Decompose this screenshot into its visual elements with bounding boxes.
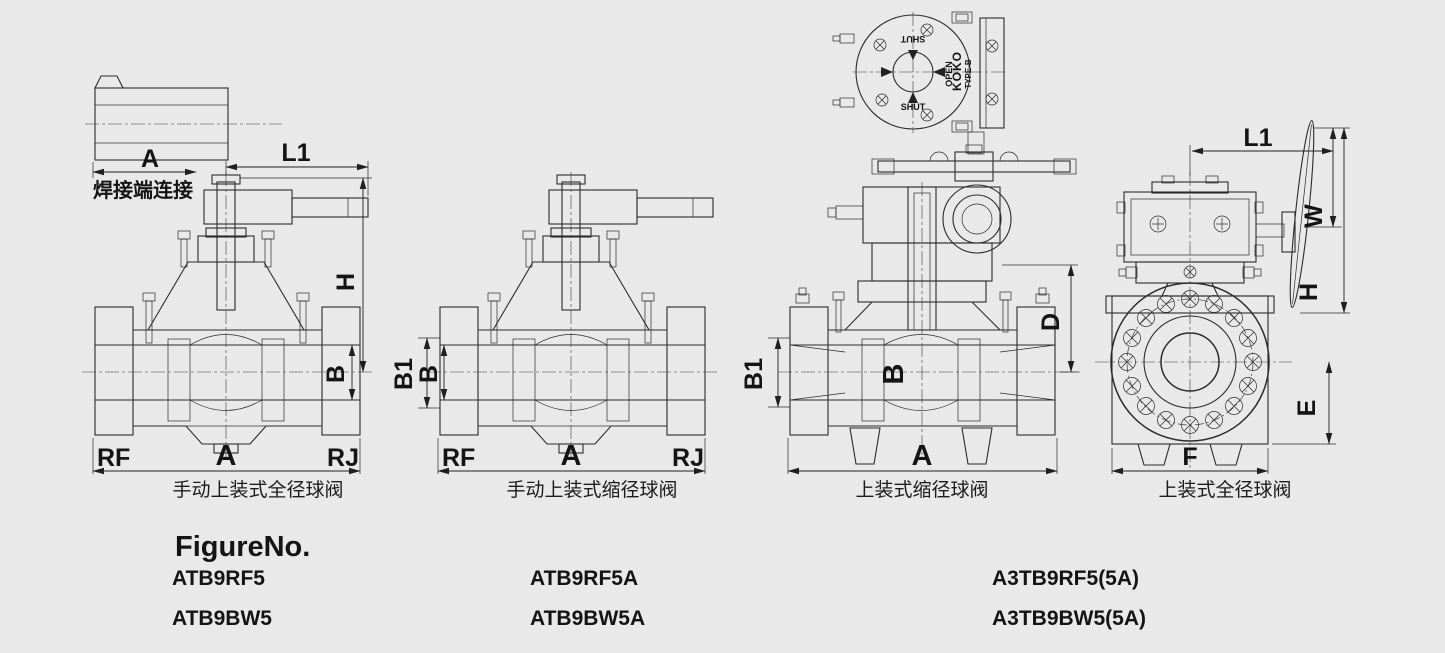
open-shut-arrows <box>881 50 945 103</box>
model-number: ATB9RF5A <box>530 567 638 590</box>
valve3-dim-a: A <box>912 440 933 472</box>
model-number: ATB9BW5 <box>172 607 272 630</box>
valve1-drawing: L1 H B RF A RJ 手动上装式全径球阀 <box>81 139 373 501</box>
valve4-dim-w: W <box>1300 204 1328 228</box>
valve2-dim-b1: B1 <box>390 358 418 390</box>
valve3-drawing: SHUT OPEN SHUT KOKO TYPE-B <box>740 11 1080 501</box>
valve1-dim-b: B <box>322 365 350 383</box>
weld-caption: 焊接端连接 <box>93 178 193 202</box>
valve4-dim-h: H <box>1295 283 1323 301</box>
model-number: ATB9RF5 <box>172 567 265 590</box>
valve1-end-left: RF <box>97 444 130 472</box>
valve2-dimensions: B1 B RF A RJ <box>390 337 706 475</box>
actuator-shut-top-label: SHUT <box>900 34 925 44</box>
valve1-dimensions: L1 H B RF A RJ <box>92 139 372 475</box>
valve1-dim-a: A <box>216 440 237 472</box>
actuator-type-label: TYPE-B <box>964 59 973 89</box>
valve4-dim-e: E <box>1293 400 1321 417</box>
valve4-dim-f: F <box>1182 443 1197 471</box>
valve4-dimensions: L1 W H E F <box>1111 124 1350 475</box>
valve2-dim-a: A <box>561 440 582 472</box>
valve3-dimensions: D B1 B A <box>740 264 1078 475</box>
valve2-dim-b: B <box>415 365 443 383</box>
valve1-dim-l1: L1 <box>281 139 310 167</box>
actuator-open-label: OPEN <box>944 61 954 87</box>
valve4-caption: 上装式全径球阀 <box>1158 479 1291 501</box>
actuator-brand-label: KOKO <box>950 51 964 91</box>
model-number: A3TB9RF5(5A) <box>992 567 1139 590</box>
valve4-drawing: L1 W H E F 上装式全径球阀 <box>1095 119 1350 501</box>
valve3-dim-b: B <box>878 364 910 385</box>
weld-dim-a: A <box>141 145 159 173</box>
valve4-dim-l1: L1 <box>1243 124 1272 152</box>
valve2-end-right: RJ <box>672 444 704 472</box>
valve3-dim-b1: B1 <box>740 358 768 390</box>
gear-housing-section <box>827 184 1012 331</box>
model-number: ATB9BW5A <box>530 607 645 630</box>
figure-list-heading: FigureNo. <box>175 531 310 563</box>
valve2-caption: 手动上装式缩径球阀 <box>506 479 677 501</box>
gear-actuator-top-view: SHUT OPEN SHUT KOKO TYPE-B <box>832 11 1006 133</box>
valve3-caption: 上装式缩径球阀 <box>855 479 988 501</box>
valve1-end-right: RJ <box>327 444 359 472</box>
handwheel-side <box>1255 119 1315 309</box>
weld-end-note: A 焊接端连接 <box>85 75 282 202</box>
figure-list: FigureNo. ATB9RF5 ATB9BW5 ATB9RF5A ATB9B… <box>172 531 1146 630</box>
valve2-drawing: B1 B RF A RJ 手动上装式缩径球阀 <box>390 171 718 501</box>
model-number: A3TB9BW5(5A) <box>992 607 1146 630</box>
valve3-dim-d: D <box>1037 313 1065 331</box>
valve1-caption: 手动上装式全径球阀 <box>172 479 343 501</box>
actuator-shut-bottom-label: SHUT <box>901 102 926 112</box>
valve3-body <box>778 182 1080 465</box>
handwheel-bar <box>871 131 1077 182</box>
valve1-dim-h: H <box>332 273 360 291</box>
valve2-end-left: RF <box>442 444 475 472</box>
